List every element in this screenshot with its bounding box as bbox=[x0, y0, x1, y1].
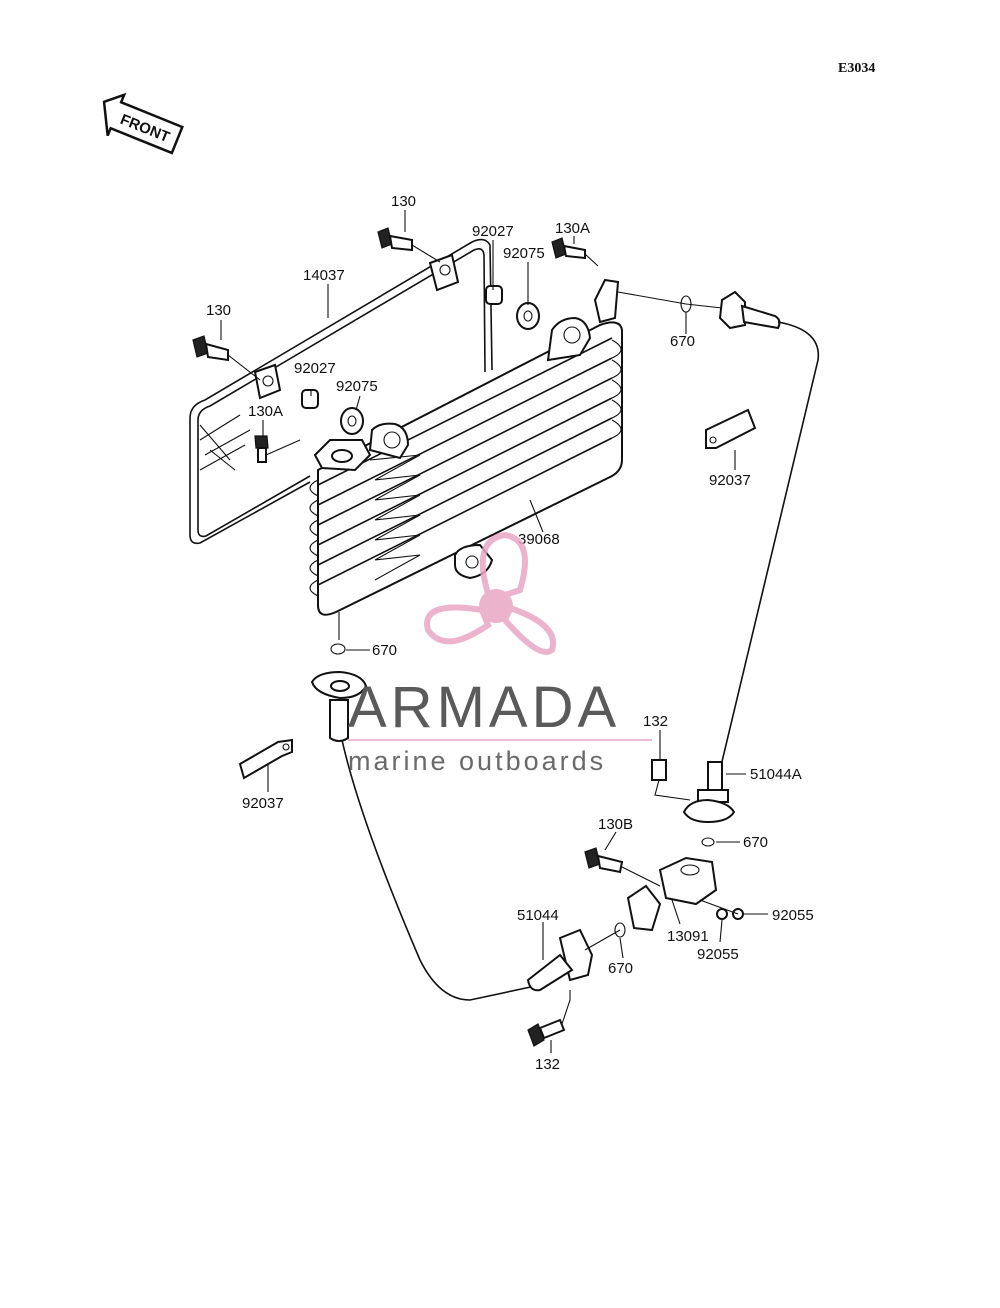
label-130-top: 130 bbox=[391, 193, 416, 210]
label-39068: 39068 bbox=[518, 531, 560, 548]
label-92075-top: 92075 bbox=[503, 245, 545, 262]
oil-hose bbox=[341, 321, 820, 1001]
label-92075-left: 92075 bbox=[336, 378, 378, 395]
label-14037: 14037 bbox=[303, 267, 345, 284]
label-92027-top: 92027 bbox=[472, 223, 514, 240]
label-92037-right: 92037 bbox=[709, 472, 751, 489]
label-670-mid: 670 bbox=[372, 642, 397, 659]
label-92055-right: 92055 bbox=[772, 907, 814, 924]
label-132-bottom: 132 bbox=[535, 1056, 560, 1073]
lower-left-fitting bbox=[310, 612, 368, 742]
diagram-code: E3034 bbox=[838, 61, 875, 76]
oil-cooler-core bbox=[309, 278, 623, 616]
label-51044A: 51044A bbox=[750, 766, 802, 783]
label-130A-top: 130A bbox=[555, 220, 590, 237]
part-labels: 130 92027 130A 14037 92075 130 670 92027… bbox=[206, 193, 814, 1073]
bracket-frame bbox=[189, 238, 493, 545]
label-92027-left: 92027 bbox=[294, 360, 336, 377]
clip-left bbox=[238, 738, 293, 780]
watermark-tagline: marine outboards bbox=[348, 746, 606, 776]
front-arrow-icon: FRONT bbox=[102, 92, 184, 155]
label-670-top: 670 bbox=[670, 333, 695, 350]
label-130B: 130B bbox=[598, 816, 633, 833]
label-92037-left: 92037 bbox=[242, 795, 284, 812]
label-51044: 51044 bbox=[517, 907, 559, 924]
upper-hardware bbox=[192, 227, 781, 463]
leader-lines bbox=[220, 210, 768, 1053]
label-130A-left: 130A bbox=[248, 403, 283, 420]
watermark: ARMADA marine outboards bbox=[348, 531, 652, 776]
clip-right bbox=[705, 408, 757, 449]
label-670-bottom: 670 bbox=[608, 960, 633, 977]
label-92055-bottom: 92055 bbox=[697, 946, 739, 963]
label-132-mid: 132 bbox=[643, 713, 668, 730]
label-13091: 13091 bbox=[667, 928, 709, 945]
lower-right-assembly bbox=[526, 759, 744, 1047]
watermark-brand: ARMADA bbox=[348, 675, 620, 740]
label-130-left: 130 bbox=[206, 302, 231, 319]
label-670-right: 670 bbox=[743, 834, 768, 851]
propeller-logo-icon bbox=[424, 531, 557, 655]
